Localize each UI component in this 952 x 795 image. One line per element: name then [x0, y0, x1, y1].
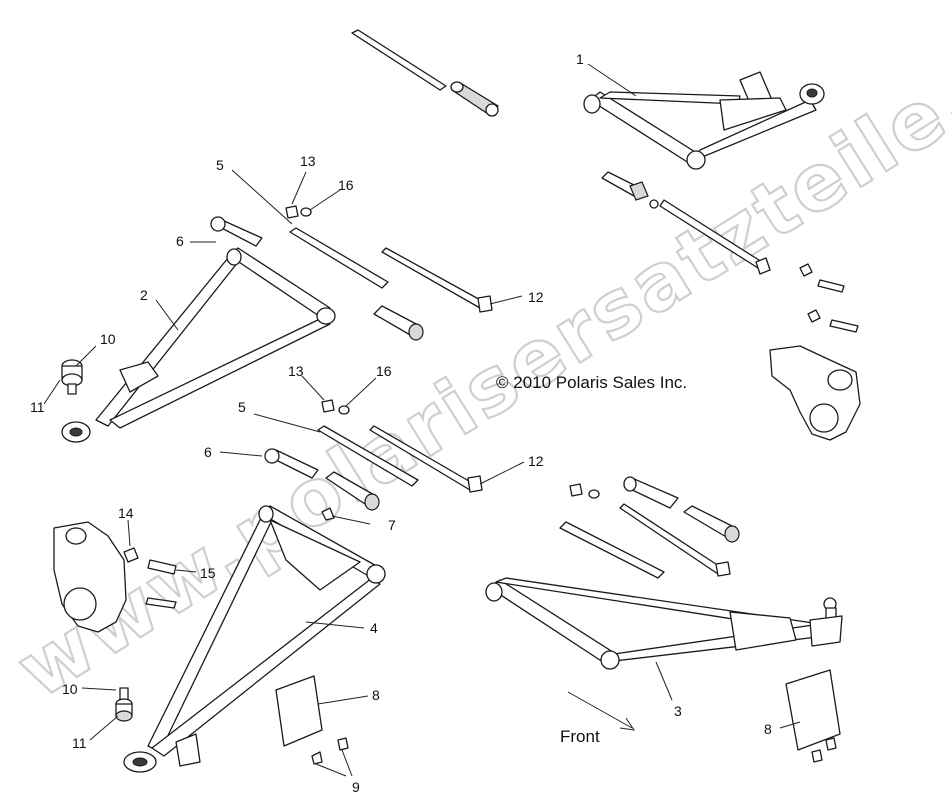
callout-12-upper: 12 — [528, 289, 544, 305]
bushing-set-right-upper — [601, 171, 859, 333]
nut-bolt-14-15 — [123, 547, 177, 609]
callout-7: 7 — [388, 517, 396, 533]
bushing-set-right-lower — [559, 476, 740, 579]
front-direction-arrow — [567, 691, 636, 731]
bushing-6-upper — [210, 216, 263, 247]
callout-6-upper: 6 — [176, 233, 184, 249]
steering-knuckle-right — [769, 345, 861, 441]
callout-16-upper: 16 — [338, 177, 354, 193]
bolt-12-lower — [369, 425, 483, 493]
callout-1: 1 — [576, 51, 584, 67]
callout-13-upper: 13 — [300, 153, 316, 169]
callout-11-lower: 11 — [72, 735, 87, 751]
callout-2: 2 — [140, 287, 148, 303]
callout-8-right: 8 — [764, 721, 772, 737]
callout-11-upper: 11 — [30, 399, 45, 415]
callout-12-lower: 12 — [528, 453, 544, 469]
callout-5-lower: 5 — [238, 399, 246, 415]
front-label: Front — [560, 727, 600, 746]
callout-9: 9 — [352, 779, 360, 795]
pivot-shaft-5-upper — [289, 227, 389, 289]
screws-right — [811, 737, 837, 763]
callout-14: 14 — [118, 505, 134, 521]
callout-8-left: 8 — [372, 687, 380, 703]
skid-plate-8-left — [275, 675, 323, 747]
callout-10-lower: 10 — [62, 681, 78, 697]
grease-fitting-7 — [321, 507, 335, 521]
screws-9 — [311, 737, 349, 765]
leader-lines — [43, 63, 801, 777]
bushing-6-lower — [264, 448, 380, 511]
callout-10-upper: 10 — [100, 331, 116, 347]
callout-4: 4 — [370, 620, 378, 636]
steering-knuckle-left — [53, 521, 127, 633]
callout-13-lower: 13 — [288, 363, 304, 379]
ball-joint-upper — [61, 359, 83, 395]
upper-a-arm-right — [583, 71, 825, 170]
copyright-text: © 2010 Polaris Sales Inc. — [496, 373, 687, 392]
ball-joint-lower — [115, 687, 133, 722]
upper-a-arm-left — [61, 247, 336, 443]
pivot-shaft-5-lower — [317, 425, 419, 487]
nut-washer-upper — [285, 205, 312, 219]
lower-a-arm-right — [485, 577, 843, 670]
callout-6-lower: 6 — [204, 444, 212, 460]
callout-3: 3 — [674, 703, 682, 719]
callout-16-lower: 16 — [376, 363, 392, 379]
nut-washer-lower — [321, 399, 350, 415]
callout-15: 15 — [200, 565, 216, 581]
bolt-12-upper — [381, 247, 493, 313]
skid-plate-8-right — [785, 669, 841, 751]
callout-5-upper: 5 — [216, 157, 224, 173]
bushing-mid — [373, 305, 424, 341]
lower-a-arm-left — [123, 505, 386, 773]
pivot-shaft-top — [351, 29, 500, 117]
